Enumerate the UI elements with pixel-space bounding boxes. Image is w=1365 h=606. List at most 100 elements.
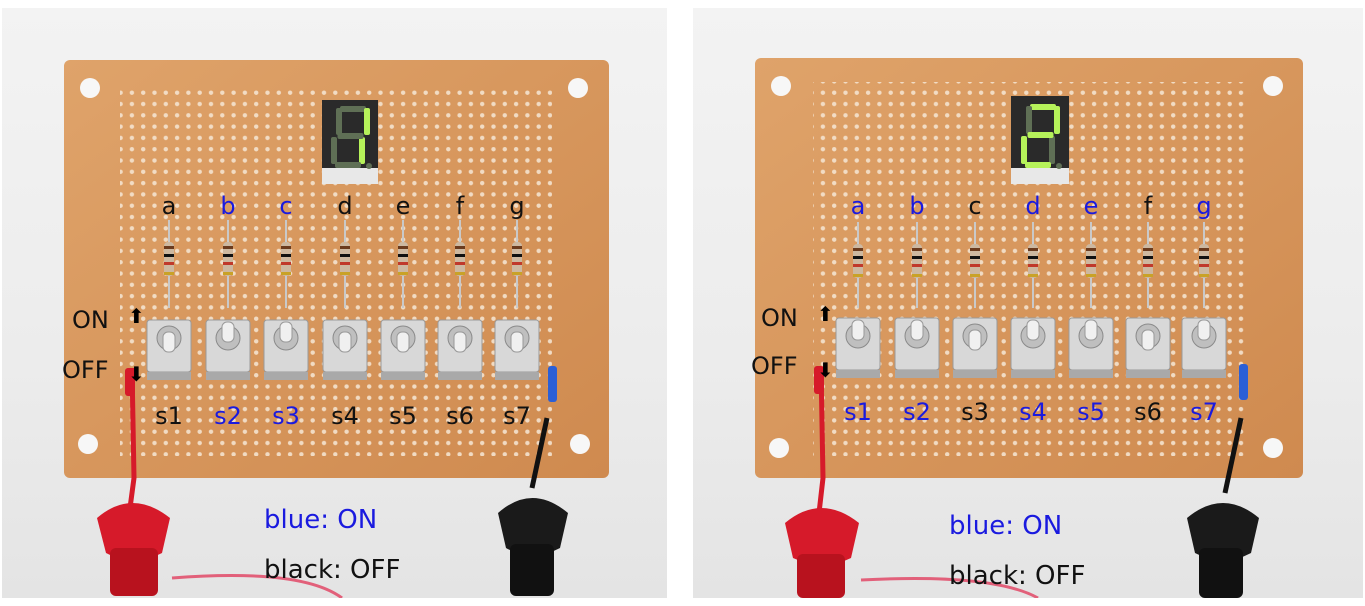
- resistor-band: [164, 262, 174, 265]
- display-segment-g: [337, 133, 364, 139]
- resistor-band: [223, 272, 233, 275]
- switch-terminals: [147, 372, 191, 380]
- resistor-band: [853, 274, 863, 277]
- resistor-band: [1086, 256, 1096, 259]
- display-segment-d: [335, 162, 361, 168]
- resistor-band: [340, 246, 350, 249]
- resistor-band: [853, 256, 863, 259]
- resistor: [853, 244, 863, 278]
- switch-terminals: [836, 370, 880, 378]
- switch-lever: [510, 331, 524, 353]
- resistor-band: [223, 254, 233, 257]
- switch-terminals: [895, 370, 939, 378]
- switch-lever: [910, 319, 924, 341]
- resistor-band: [512, 272, 522, 275]
- resistor-band: [398, 254, 408, 257]
- resistor-band: [1199, 256, 1209, 259]
- switch-terminals: [1126, 370, 1170, 378]
- switch-lever: [279, 321, 293, 343]
- resistor-band: [512, 254, 522, 257]
- switch-lever: [1084, 319, 1098, 341]
- display-segment-b: [1054, 106, 1060, 134]
- resistor: [398, 242, 408, 276]
- resistor-band: [1086, 264, 1096, 267]
- display-segment-c: [359, 137, 365, 164]
- resistor-band: [1143, 256, 1153, 259]
- resistor-band: [281, 254, 291, 257]
- resistor: [1028, 244, 1038, 278]
- resistor-band: [912, 256, 922, 259]
- resistor-band: [223, 246, 233, 249]
- red-probe: [97, 367, 170, 596]
- resistor: [1143, 244, 1153, 278]
- resistor-band: [1028, 248, 1038, 251]
- resistor-band: [970, 256, 980, 259]
- display-segment-a: [1030, 104, 1056, 110]
- switch-lever: [396, 331, 410, 353]
- resistor-band: [970, 264, 980, 267]
- resistor-band: [512, 262, 522, 265]
- resistor-band: [1028, 264, 1038, 267]
- resistor-band: [1199, 248, 1209, 251]
- resistor-band: [853, 264, 863, 267]
- switch-terminals: [495, 372, 539, 380]
- resistor-band: [398, 262, 408, 265]
- switch-terminals: [1069, 370, 1113, 378]
- resistor: [912, 244, 922, 278]
- switch-lever: [221, 321, 235, 343]
- circuit-board-photo: [755, 58, 1303, 598]
- display-segment-e: [1021, 136, 1027, 164]
- resistor-band: [281, 246, 291, 249]
- resistor: [1199, 244, 1209, 278]
- resistor-band: [398, 246, 408, 249]
- switch-terminals: [206, 372, 250, 380]
- mount-hole: [80, 78, 100, 98]
- switch-lever: [1141, 329, 1155, 351]
- resistor-band: [912, 264, 922, 267]
- resistor-band: [1143, 248, 1153, 251]
- display-segment-d: [1025, 162, 1051, 168]
- segment-group: [1021, 104, 1062, 169]
- switch-terminals: [381, 372, 425, 380]
- resistor-band: [455, 246, 465, 249]
- black-probe: [498, 366, 568, 596]
- switch-terminals: [323, 372, 367, 380]
- resistor-band: [164, 272, 174, 275]
- resistor-band: [1028, 256, 1038, 259]
- resistor-band: [1199, 274, 1209, 277]
- switch-terminals: [1182, 370, 1226, 378]
- switch-lever: [968, 329, 982, 351]
- resistor: [223, 242, 233, 276]
- resistor: [455, 242, 465, 276]
- resistor-band: [1143, 264, 1153, 267]
- mount-hole: [568, 78, 588, 98]
- resistor-band: [398, 272, 408, 275]
- resistor-band: [970, 248, 980, 251]
- resistor: [512, 242, 522, 276]
- resistor: [281, 242, 291, 276]
- display-segment-b: [364, 108, 370, 135]
- switch-lever: [338, 331, 352, 353]
- resistor-band: [281, 272, 291, 275]
- resistor: [164, 242, 174, 276]
- resistor-band: [1143, 274, 1153, 277]
- mount-hole: [771, 76, 791, 96]
- resistor-band: [455, 254, 465, 257]
- resistor-band: [970, 274, 980, 277]
- mount-hole: [570, 434, 590, 454]
- resistor-band: [853, 248, 863, 251]
- mount-hole: [78, 434, 98, 454]
- resistor: [340, 242, 350, 276]
- resistor-band: [512, 246, 522, 249]
- mount-hole: [1263, 76, 1283, 96]
- resistor-band: [281, 262, 291, 265]
- red-probe: [785, 366, 859, 598]
- switch-lever: [162, 331, 176, 353]
- switch-lever: [1026, 319, 1040, 341]
- segment-group: [331, 106, 372, 169]
- resistor-band: [164, 246, 174, 249]
- resistor-band: [912, 274, 922, 277]
- resistor-band: [1086, 274, 1096, 277]
